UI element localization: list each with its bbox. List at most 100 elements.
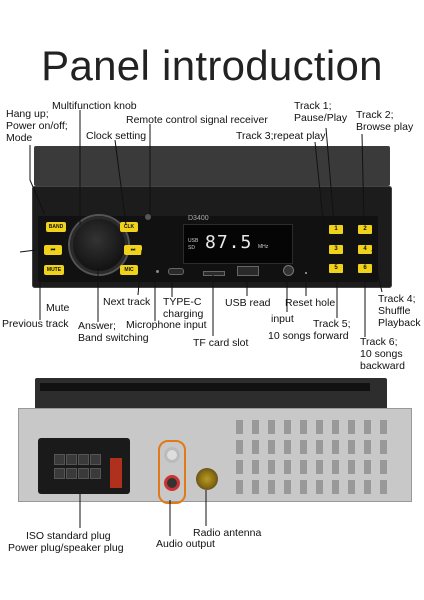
answer-button[interactable]: MIC [120,265,138,275]
label-answer-a: Answer; [78,320,116,332]
vent-slot [332,460,339,474]
label-hang-up: Hang up; [6,108,49,120]
label-track5-b: 10 songs forward [268,330,349,342]
usb-port[interactable] [237,266,259,276]
typec-port[interactable] [168,268,184,275]
previous-track-button[interactable]: ⏮ [44,245,62,255]
band-button[interactable]: BAND [46,222,66,232]
track-4-button[interactable]: 4 [358,245,372,254]
label-radio-antenna: Radio antenna [193,527,262,539]
label-mute: Mute [46,302,70,314]
vent-slot [236,420,243,434]
label-usb-read: USB read [225,297,271,309]
label-track2-a: Track 2; [356,109,394,121]
vent-slot [364,480,371,494]
reset-hole[interactable] [305,272,307,274]
vent-slot [316,420,323,434]
mhz-unit: MHz [258,244,269,250]
model-label: D3400 [188,215,209,222]
iso-plug-red-insert [110,458,122,488]
microphone-hole [156,270,159,273]
track-6-button[interactable]: 6 [358,264,372,273]
track-1-button[interactable]: 1 [329,225,343,234]
label-clock-setting: Clock setting [86,130,147,142]
vent-slot [236,480,243,494]
iso-pin [78,454,89,465]
label-previous-track: Previous track [2,318,69,330]
label-mode: Mode [6,132,33,144]
vent-slot [236,460,243,474]
rca-red-jack[interactable] [164,475,180,491]
rca-white-jack[interactable] [164,447,180,463]
vent-slot [268,480,275,494]
vent-slot [316,440,323,454]
label-iso-b: Power plug/speaker plug [8,542,124,554]
vent-slot [380,480,387,494]
iso-pin [90,454,101,465]
vent-slot [364,460,371,474]
vent-slot [268,460,275,474]
vent-slot [252,420,259,434]
vent-slot [300,440,307,454]
label-track3: Track 3;repeat play [236,130,326,142]
vent-slot [252,460,259,474]
label-track1-b: Pause/Play [294,112,348,124]
iso-pin [66,454,77,465]
label-tf-card-slot: TF card slot [193,337,249,349]
frequency-readout: 87.5 [205,232,253,253]
vent-slot [268,420,275,434]
track-2-button[interactable]: 2 [358,225,372,234]
remote-receiver-icon [145,214,151,220]
vent-slot [348,480,355,494]
vent-slot [284,480,291,494]
label-power: Power on/off; [6,120,68,132]
next-track-button[interactable]: ⏭ [124,245,142,255]
vent-slot [284,420,291,434]
label-next-track: Next track [103,296,151,308]
label-microphone-input: Microphone input [126,319,207,331]
label-track6-b: 10 songs [360,348,403,360]
label-track5-a: Track 5; [313,318,351,330]
vent-slot [364,440,371,454]
track-5-button[interactable]: 5 [329,264,343,273]
vent-slot [380,420,387,434]
vent-slot [348,420,355,434]
display-screen [183,224,293,264]
mute-button[interactable]: MUTE [44,265,64,275]
vent-slot [332,440,339,454]
vent-slot [236,440,243,454]
vent-slot [316,460,323,474]
vent-slot [316,480,323,494]
vent-slot [284,460,291,474]
usb-indicator: USB [188,238,199,244]
radio-antenna-jack[interactable] [196,468,218,490]
label-track4-c: Playback [378,317,421,329]
iso-pin [90,468,101,479]
label-track6-a: Track 6; [360,336,398,348]
vent-slot [300,460,307,474]
vent-slot [300,480,307,494]
iso-pin [78,468,89,479]
vent-slot [252,440,259,454]
tf-card-slot[interactable] [203,271,225,276]
label-multifunction-knob: Multifunction knob [52,100,137,112]
clock-button[interactable]: CLK [120,222,138,232]
vent-slot [284,440,291,454]
rear-top-slot [40,383,370,391]
label-answer-b: Band switching [78,332,149,344]
aux-input-jack[interactable] [283,265,294,276]
vent-slot [252,480,259,494]
sd-indicator: SD [188,245,195,251]
label-track2-b: Browse play [356,121,414,133]
vent-slot [332,420,339,434]
vent-slot [380,460,387,474]
label-track4-b: Shuffle [378,305,411,317]
vent-slot [300,420,307,434]
label-reset-hole: Reset hole [285,297,336,309]
multifunction-knob[interactable] [70,216,128,274]
vent-slot [364,420,371,434]
track-3-button[interactable]: 3 [329,245,343,254]
audio-output-highlight [158,440,186,504]
vent-slot [348,440,355,454]
